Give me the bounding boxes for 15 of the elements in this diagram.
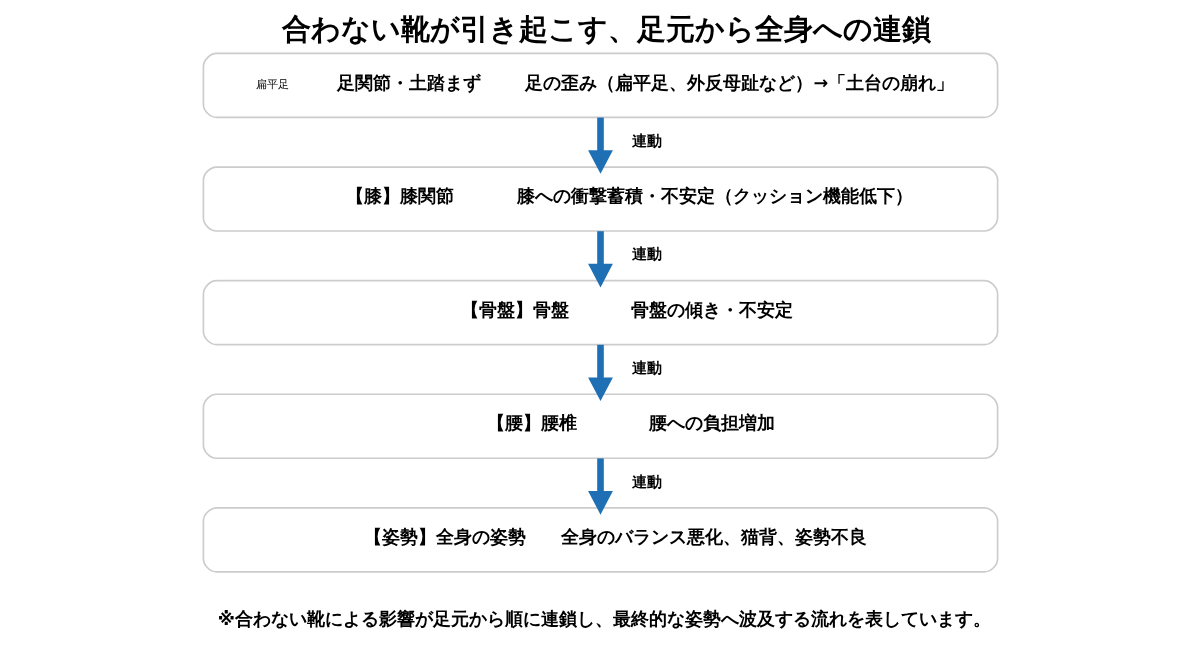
- caption: ※合わない靴による影響が足元から順に連鎖し、最終的な姿勢へ波及する流れを表しています。: [217, 608, 991, 629]
- diagram-title: 合わない靴が引き起こす、足元から全身への連鎖: [281, 11, 931, 46]
- arrow: [587, 458, 613, 515]
- arrow: [587, 344, 613, 402]
- node-box: 扁平足 足関節・土踏まず 足の歪み（扁平足、外反母趾など）→「土台の崩れ」: [202, 52, 998, 119]
- edge-label: 連動: [631, 359, 662, 377]
- edge-label: 連動: [631, 245, 662, 264]
- node-box: 【骨盤】骨盤 骨盤の傾き・不安定: [202, 279, 998, 346]
- edge-label: 連動: [631, 472, 662, 491]
- node-box: 【姿勢】全身の姿勢 全身のバランス悪化、猫背、姿勢不良: [202, 507, 998, 573]
- node-box: 【膝】膝関節 膝への衝撃蓄積・不安定（クッション機能低下）: [202, 166, 998, 232]
- arrow: [587, 117, 613, 174]
- node-box: 【腰】腰椎 腰への負担増加: [202, 393, 998, 460]
- arrow: [587, 231, 613, 288]
- edge-label: 連動: [631, 131, 662, 150]
